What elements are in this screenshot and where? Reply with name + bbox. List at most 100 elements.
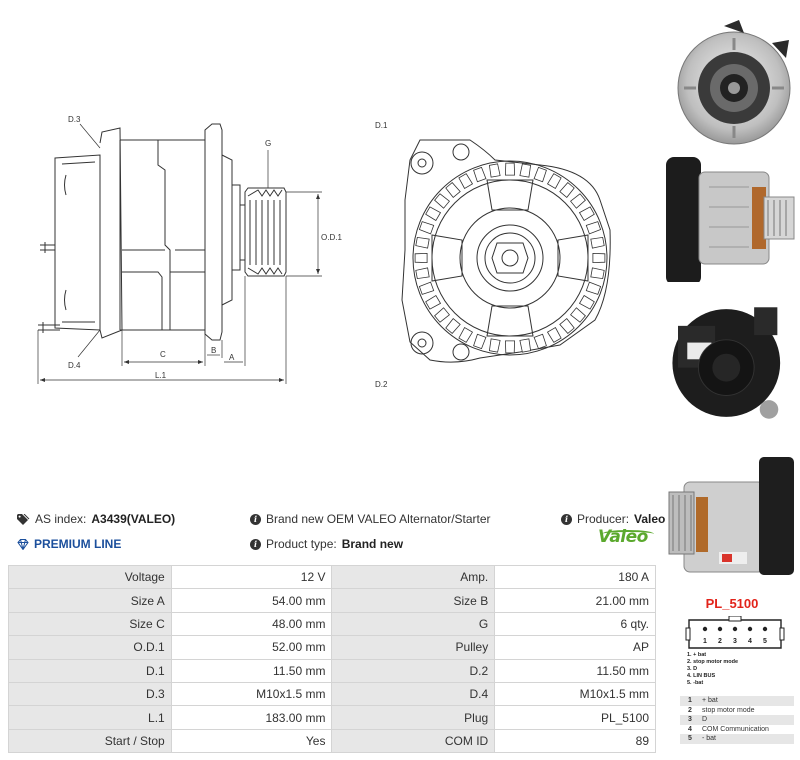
diamond-icon <box>17 538 29 550</box>
spec-label: Plug <box>331 705 496 730</box>
cooling-slot <box>458 326 474 343</box>
cooling-slot <box>585 221 602 235</box>
spec-value: 11.50 mm <box>494 658 656 683</box>
spec-value: M10x1.5 mm <box>494 681 656 707</box>
spec-value: 6 qty. <box>494 611 656 637</box>
as-index: AS index: A3439(VALEO) <box>17 512 175 526</box>
cooling-slot <box>415 236 430 249</box>
plug-legend-line: 4. LIN BUS <box>687 673 716 679</box>
pin-number: 5 <box>680 734 700 744</box>
spec-label: D.3 <box>8 681 172 707</box>
label-d4: D.4 <box>68 361 81 370</box>
spec-label: L.1 <box>8 705 172 730</box>
spec-value: Yes <box>170 728 333 754</box>
plug-legend-line: 1. + bat <box>687 652 707 658</box>
cooling-slot <box>578 206 595 222</box>
info-circle-icon: i <box>561 513 572 525</box>
valeo-logo: Valeo <box>598 527 654 547</box>
pin-row: 5- bat <box>680 734 794 744</box>
spec-value: PL_5100 <box>494 705 656 730</box>
cooling-slot <box>533 166 547 183</box>
cooling-slot <box>519 338 532 353</box>
product-photo-side-left <box>666 157 795 282</box>
plug-pin-3: 3 <box>733 638 737 645</box>
producer-label: Producer: <box>577 512 630 526</box>
product-type-value: Brand new <box>341 537 404 551</box>
product-info: AS index: A3439(VALEO) PREMIUM LINE i Br… <box>0 505 665 560</box>
plug-pin-5: 5 <box>763 638 767 645</box>
cooling-slot <box>559 182 575 198</box>
plug-legend-line: 2. stop motor mode <box>687 659 739 665</box>
cooling-slot <box>546 173 562 190</box>
cooling-slot <box>414 252 428 264</box>
spec-label: O.D.1 <box>8 635 172 660</box>
label-a: A <box>229 353 235 362</box>
pin-description: D <box>700 715 794 725</box>
label-d3: D.3 <box>68 115 81 124</box>
cooling-slot <box>445 318 461 334</box>
product-photo-rear <box>672 307 781 419</box>
product-type-label: Product type: <box>266 537 337 551</box>
cooling-slot <box>504 162 516 176</box>
cooling-slot <box>590 267 605 280</box>
cooling-slot <box>418 221 435 235</box>
label-c: C <box>160 350 166 359</box>
cooling-slot <box>488 163 501 178</box>
cooling-slot <box>418 281 435 295</box>
pin-number: 1 <box>680 696 700 706</box>
plug-pin-1: 1 <box>703 638 707 645</box>
cooling-slot <box>592 252 606 264</box>
spec-label: Size B <box>331 588 496 613</box>
plug-title: PL_5100 <box>705 596 759 611</box>
pin-description: COM Communication <box>702 725 769 733</box>
tag-icon <box>17 513 30 525</box>
cooling-slot <box>425 294 442 310</box>
cooling-slot <box>473 166 487 183</box>
producer: i Producer: Valeo <box>561 512 665 526</box>
label-l1: L.1 <box>155 371 167 380</box>
spec-label: Voltage <box>8 564 172 590</box>
cooling-slot <box>434 307 450 323</box>
plug-pin-2: 2 <box>718 638 722 645</box>
spec-label: D.4 <box>331 681 496 707</box>
spec-label: G <box>331 611 496 637</box>
pin-number: 2 <box>688 706 692 714</box>
spec-label: COM ID <box>331 728 496 754</box>
cooling-slot <box>590 236 605 249</box>
info-circle-icon: i <box>250 513 261 525</box>
spec-value: 180 A <box>494 564 656 590</box>
cooling-slot <box>519 163 532 178</box>
product-type: i Product type: Brand new <box>250 537 403 551</box>
technical-drawings: D.3 D.4 G O.D.1 C B A L.1 D.1 D.2 // pla… <box>37 115 611 389</box>
spec-label: D.1 <box>8 658 172 683</box>
cooling-slot <box>434 193 450 209</box>
plug-panel: PL_5100 1 2 3 4 5 1. + bat 2. stop motor… <box>680 590 795 755</box>
as-index-value: A3439(VALEO) <box>91 512 176 526</box>
spec-value: AP <box>494 635 656 660</box>
pin-description: + bat <box>700 696 794 706</box>
label-od1: O.D.1 <box>321 233 342 242</box>
producer-value: Valeo <box>634 512 666 526</box>
spec-value: 52.00 mm <box>170 635 333 660</box>
spec-value: 12 V <box>170 564 333 590</box>
spec-label: Size A <box>8 588 172 613</box>
description-text: Brand new OEM VALEO Alternator/Starter <box>266 512 491 526</box>
cooling-slot <box>458 173 474 190</box>
plug-connector-diagram: 1 2 3 4 5 <box>685 616 785 649</box>
cooling-slot-group <box>414 162 606 354</box>
premium-line-text: PREMIUM LINE <box>34 537 122 551</box>
plug-pin-4: 4 <box>748 638 752 645</box>
spec-value: M10x1.5 mm <box>170 681 333 707</box>
cooling-slot <box>488 338 501 353</box>
cooling-slot <box>504 340 516 354</box>
cooling-slot <box>425 206 442 222</box>
